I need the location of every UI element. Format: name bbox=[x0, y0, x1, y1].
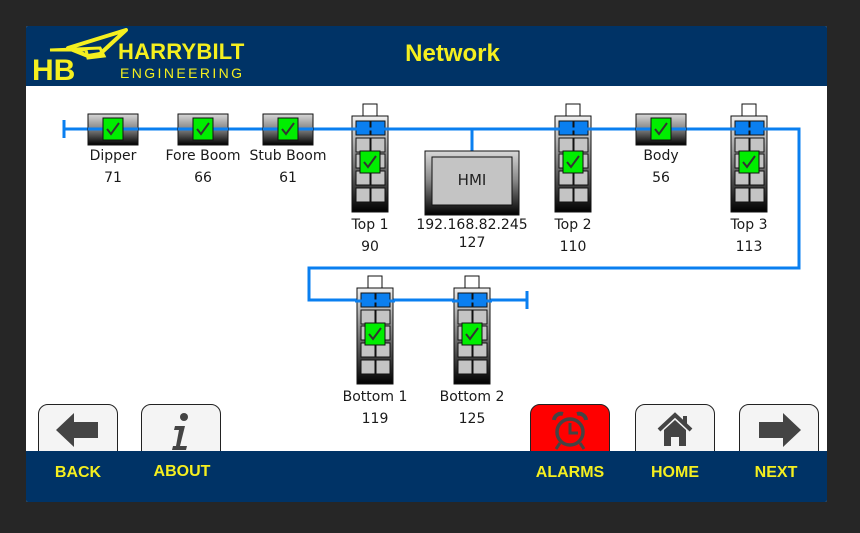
status-ok-icon bbox=[650, 117, 672, 141]
rack-io-slot bbox=[370, 137, 386, 153]
rack-io-slot bbox=[457, 359, 473, 375]
node-label-dipper: Dipper 71 bbox=[90, 148, 137, 187]
header-bar: HB HARRYBILT ENGINEERING Network bbox=[26, 26, 827, 86]
rack-io-slot bbox=[734, 137, 750, 153]
harrybilt-logo-icon: HB bbox=[32, 28, 128, 84]
node-label-bottom-1: Bottom 1 119 bbox=[343, 389, 408, 428]
node-label-fore-boom: Fore Boom 66 bbox=[165, 148, 240, 187]
rack-io-slot bbox=[573, 187, 589, 203]
network-node-hmi[interactable]: HMI bbox=[424, 150, 520, 216]
status-ok-icon bbox=[738, 150, 760, 174]
rack-io-slot bbox=[370, 187, 386, 203]
home-icon bbox=[657, 412, 693, 446]
node-address: 119 bbox=[361, 411, 389, 427]
rack-connector bbox=[362, 103, 378, 117]
node-name: 192.168.82.245 bbox=[416, 217, 528, 233]
rack-io-slot bbox=[360, 309, 376, 325]
node-label-bottom-2: Bottom 2 125 bbox=[440, 389, 505, 428]
node-address: 110 bbox=[559, 239, 587, 255]
arrow-right-icon bbox=[759, 413, 801, 447]
node-label-top-3: Top 3 113 bbox=[731, 217, 768, 256]
node-name: Body bbox=[643, 148, 679, 164]
network-node-stub-boom[interactable] bbox=[262, 113, 314, 146]
brand-name: HARRYBILT bbox=[118, 39, 245, 64]
node-label-top-2: Top 2 110 bbox=[555, 217, 592, 256]
network-node-bottom-2[interactable] bbox=[452, 275, 492, 385]
network-node-dipper[interactable] bbox=[87, 113, 139, 146]
hmi-label: HMI bbox=[458, 171, 487, 189]
page-title: Network bbox=[405, 40, 500, 67]
rack-io-slot bbox=[360, 359, 376, 375]
node-name: Bottom 1 bbox=[342, 389, 408, 405]
rack-io-slot bbox=[573, 137, 589, 153]
network-node-top-3[interactable] bbox=[729, 103, 769, 213]
node-name: Dipper bbox=[89, 148, 137, 164]
network-node-top-2[interactable] bbox=[553, 103, 593, 213]
rack-io-slot bbox=[457, 309, 473, 325]
node-name: Top 2 bbox=[554, 217, 592, 233]
alarm-clock-icon bbox=[552, 411, 588, 450]
node-label-body: Body 56 bbox=[643, 148, 678, 187]
node-address: 66 bbox=[194, 170, 212, 186]
node-name: Top 3 bbox=[730, 217, 768, 233]
brand-subtitle: ENGINEERING bbox=[120, 65, 245, 81]
rack-io-slot bbox=[355, 187, 371, 203]
node-address: 125 bbox=[458, 411, 486, 427]
node-name: Stub Boom bbox=[249, 148, 327, 164]
rack-io-slot bbox=[375, 309, 391, 325]
footer-bar: BACK ABOUT ALARMS HOME NEXT bbox=[26, 451, 827, 502]
next-label[interactable]: NEXT bbox=[754, 464, 798, 481]
network-diagram: HMI bbox=[62, 103, 801, 385]
node-address: 61 bbox=[279, 170, 297, 186]
rack-io-slot bbox=[375, 359, 391, 375]
network-node-fore-boom[interactable] bbox=[177, 113, 229, 146]
network-node-body[interactable] bbox=[635, 113, 687, 146]
rack-connector bbox=[367, 275, 383, 289]
rack-io-slot bbox=[558, 187, 574, 203]
rack-connector bbox=[565, 103, 581, 117]
status-ok-icon bbox=[364, 322, 386, 346]
node-name: Fore Boom bbox=[165, 148, 241, 164]
about-label[interactable]: ABOUT bbox=[153, 463, 211, 480]
rack-io-slot bbox=[558, 137, 574, 153]
node-address: 113 bbox=[735, 239, 763, 255]
network-node-top-1[interactable] bbox=[350, 103, 390, 213]
rack-io-slot bbox=[734, 187, 750, 203]
node-address: 71 bbox=[104, 170, 122, 186]
status-ok-icon bbox=[102, 117, 124, 141]
node-label-stub-boom: Stub Boom 61 bbox=[250, 148, 327, 187]
alarms-label[interactable]: ALARMS bbox=[535, 464, 605, 481]
rack-connector bbox=[741, 103, 757, 117]
node-address: 90 bbox=[361, 239, 379, 255]
rack-connector bbox=[464, 275, 480, 289]
network-node-bottom-1[interactable] bbox=[355, 275, 395, 385]
home-label[interactable]: HOME bbox=[651, 464, 699, 481]
node-label-top-1: Top 1 90 bbox=[352, 217, 389, 256]
status-ok-icon bbox=[277, 117, 299, 141]
arrow-left-icon bbox=[56, 413, 98, 447]
rack-io-slot bbox=[472, 309, 488, 325]
rack-io-slot bbox=[749, 187, 765, 203]
status-ok-icon bbox=[359, 150, 381, 174]
node-name: Bottom 2 bbox=[439, 389, 505, 405]
node-address: 56 bbox=[652, 170, 670, 186]
rack-io-slot bbox=[749, 137, 765, 153]
status-ok-icon bbox=[461, 322, 483, 346]
info-icon bbox=[172, 413, 188, 450]
rack-io-slot bbox=[472, 359, 488, 375]
back-label[interactable]: BACK bbox=[54, 464, 102, 481]
logo-text: HB bbox=[32, 54, 75, 84]
node-name: Top 1 bbox=[351, 217, 389, 233]
node-address: 127 bbox=[458, 235, 486, 251]
rack-io-slot bbox=[355, 137, 371, 153]
status-ok-icon bbox=[562, 150, 584, 174]
hmi-screen: HB HARRYBILT ENGINEERING Network HMI Dip… bbox=[26, 26, 827, 502]
status-ok-icon bbox=[192, 117, 214, 141]
node-label-hmi: 192.168.82.245 127 bbox=[416, 217, 527, 252]
